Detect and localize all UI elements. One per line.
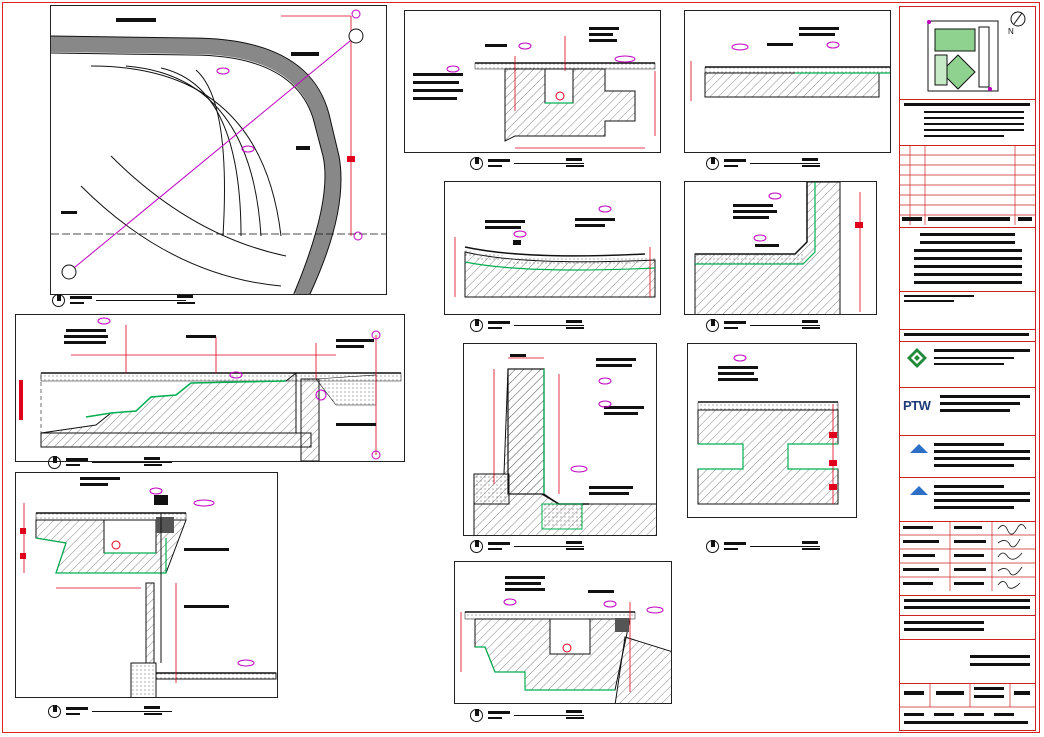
slab-beam-drawing — [697, 354, 839, 505]
drain-channel-bottom-panel — [454, 561, 672, 704]
slope-paving-drawing — [454, 205, 656, 298]
company-logo-icon — [907, 348, 927, 368]
ptw-logo: PTW — [903, 398, 931, 413]
pool-edge-drain-panel — [15, 472, 278, 698]
retaining-wall-title — [470, 540, 620, 554]
pool-edge-drain-drawing — [20, 477, 277, 697]
pool-edge-drain-title — [48, 705, 198, 719]
slab-beam-title — [706, 540, 856, 554]
title-block: N PTW — [899, 6, 1036, 731]
slab-beam-panel — [687, 343, 857, 518]
revision-table — [900, 145, 1035, 225]
drain-channel-top-title — [470, 157, 620, 171]
slope-paving-title — [470, 319, 620, 333]
north-label: N — [1008, 27, 1014, 36]
drain-channel-top-drawing — [413, 27, 656, 149]
drain-channel-top-panel — [404, 10, 661, 153]
drawing-info-table — [900, 683, 1035, 724]
consultant-logo-icon — [910, 444, 928, 453]
pool-steps-section-panel — [15, 314, 405, 462]
wall-corner-panel — [684, 181, 877, 315]
plan-detail-drawing — [51, 9, 386, 294]
pool-steps-drawing — [19, 317, 402, 461]
paving-flat-title — [706, 157, 856, 171]
paving-flat-panel — [684, 10, 891, 153]
plan-detail-title — [52, 294, 202, 308]
signature-table — [900, 521, 1035, 591]
retaining-wall-panel — [463, 343, 657, 536]
key-plan — [927, 11, 1026, 92]
wall-corner-drawing — [694, 182, 863, 314]
consultant2-logo-icon — [910, 486, 928, 495]
drain-channel-bottom-title — [470, 709, 620, 723]
plan-detail-panel — [50, 5, 387, 295]
retaining-wall-drawing — [473, 354, 656, 535]
wall-corner-title — [706, 319, 856, 333]
drain-channel-bottom-drawing — [460, 576, 671, 703]
pool-steps-title — [48, 456, 198, 470]
paving-flat-drawing — [690, 27, 890, 101]
slope-paving-panel — [444, 181, 661, 315]
